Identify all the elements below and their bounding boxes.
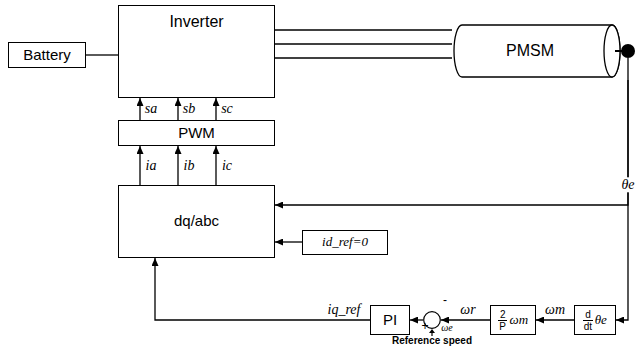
gain-box: 2Pωm: [490, 305, 536, 335]
fraction: 2P: [498, 309, 508, 332]
connector: [275, 57, 452, 58]
connector: [536, 319, 574, 320]
signal-label: iq_ref: [327, 302, 362, 317]
battery-box: Battery: [8, 42, 86, 68]
signal-label: sa: [144, 101, 158, 116]
connector: [139, 98, 140, 120]
signal-label: ia: [145, 158, 158, 173]
fraction: ddt: [583, 309, 593, 332]
motor-label: PMSM: [506, 42, 554, 60]
connector: [215, 98, 216, 120]
inverter-box: Inverter: [118, 5, 275, 98]
signal-name: ωe: [441, 322, 453, 333]
denominator: P: [499, 321, 506, 332]
box-label: id_ref=0: [322, 235, 368, 249]
connector: [275, 80, 628, 205]
box-label: dq/abc: [174, 213, 219, 230]
variable-name: θe: [595, 313, 607, 327]
reference-box: id_ref=0: [302, 230, 388, 255]
connector: [275, 29, 452, 30]
signal-label: ib: [183, 158, 196, 173]
numerator: 2: [498, 309, 508, 321]
box-label: PI: [383, 312, 397, 329]
reference-input-arrowhead: [429, 329, 435, 333]
sensor-lead: [627, 58, 628, 80]
signal-label: ic: [221, 158, 233, 173]
signal-label: θe: [620, 177, 635, 192]
connector: [441, 319, 490, 320]
connector: [155, 258, 370, 320]
connector: [616, 80, 628, 320]
connector: [177, 146, 178, 185]
signal-label: sc: [220, 101, 234, 116]
shaft-sensor: [621, 44, 635, 58]
input-caption: Reference speed: [392, 335, 472, 346]
signal-label: ωm: [544, 302, 566, 317]
connector: [86, 54, 118, 55]
connector: [275, 43, 452, 44]
box-label: Inverter: [169, 13, 223, 31]
transform-box: dq/abc: [118, 185, 275, 258]
summing-junction: -+: [423, 311, 441, 329]
connector: [410, 319, 423, 320]
motor-shaft: [615, 50, 622, 52]
connector: [275, 241, 302, 242]
variable-name: ωm: [509, 313, 528, 327]
motor-body: [454, 25, 620, 77]
numerator: d: [583, 309, 593, 321]
signal-label: sb: [182, 101, 196, 116]
pwm-box: PWM: [118, 120, 275, 146]
signal-label: ωr: [459, 302, 476, 317]
connector: [215, 146, 216, 185]
sign-mark: -: [443, 294, 447, 307]
derivative-box: ddtθe: [574, 305, 616, 335]
sign-mark: +: [421, 320, 428, 333]
connector: [139, 146, 140, 185]
controller-box: PI: [370, 305, 410, 335]
box-label: PWM: [178, 125, 215, 142]
denominator: dt: [584, 321, 592, 332]
connector: [177, 98, 178, 120]
motor-symbol: PMSM: [452, 22, 636, 80]
box-label: Battery: [23, 47, 71, 64]
